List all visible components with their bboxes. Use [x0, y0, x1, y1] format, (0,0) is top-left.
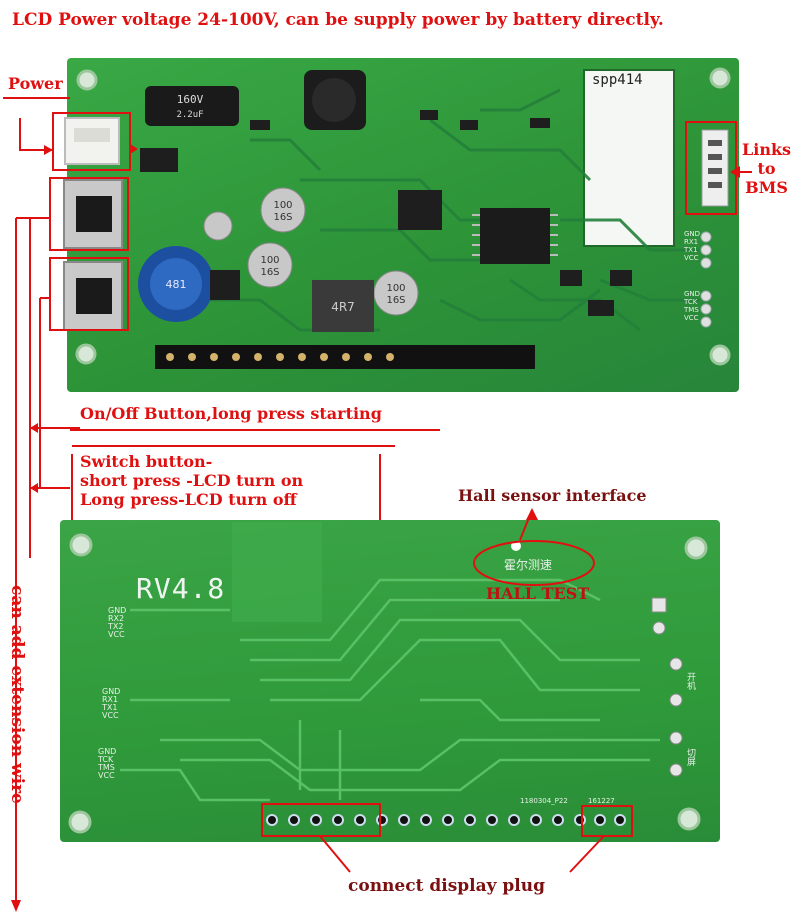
switch-annotation: Switch button- short press -LCD turn on … — [80, 452, 303, 509]
pin-label: RX1 — [102, 695, 119, 704]
switch-line-2: short press -LCD turn on — [80, 471, 304, 490]
svg-text:100: 100 — [386, 283, 405, 294]
pin-label: GND — [108, 606, 127, 615]
pins-group-a: GND RX2 TX2 VCC — [108, 607, 126, 639]
pin-label: RX1 — [684, 238, 699, 246]
code-label-1: 1180304_P22 — [520, 797, 568, 805]
svg-text:100: 100 — [260, 255, 279, 266]
svg-text:100: 100 — [273, 200, 292, 211]
pin-label: RX2 — [108, 614, 125, 623]
pcb-bottom-board — [60, 520, 720, 842]
pin-label: TX1 — [102, 703, 118, 712]
switch-line-3: Long press-LCD turn off — [80, 490, 297, 509]
switch-label-1: 开机 — [685, 672, 695, 690]
pin-label: VCC — [108, 630, 125, 639]
pins-group-c: GND TCK TMS VCC — [98, 748, 116, 780]
power-annotation: Power — [8, 74, 63, 93]
svg-text:16S: 16S — [273, 212, 292, 223]
svg-text:2.2uF: 2.2uF — [176, 110, 203, 120]
top-pins-right1: GND RX1 TX1 VCC — [684, 230, 700, 262]
pin-label: VCC — [684, 254, 699, 262]
top-pins-right2: GND TCK TMS VCC — [684, 290, 700, 322]
version-label: RV4.8 — [136, 572, 226, 605]
hall-test-label: HALL TEST — [486, 584, 590, 603]
pin-label: TX1 — [684, 246, 698, 254]
mcu-chip — [480, 208, 550, 264]
mounting-holes-bottom — [68, 533, 708, 834]
electrolytic-caps — [203, 187, 419, 316]
lcd-window — [584, 70, 674, 246]
display-plug-annotation: connect display plug — [348, 876, 546, 896]
pin-label: TCK — [98, 755, 114, 764]
svg-text:160V: 160V — [177, 93, 204, 106]
pcb-traces-bottom — [120, 578, 660, 802]
mounting-holes-top — [75, 67, 731, 366]
switch-label-2: 切屏 — [685, 748, 695, 766]
bottom-white-area — [232, 522, 322, 622]
hall-annotation: Hall sensor interface — [458, 486, 647, 505]
pin-label: TCK — [684, 298, 698, 306]
pin-label: VCC — [684, 314, 699, 322]
pin-label: VCC — [102, 711, 119, 720]
extension-annotation: can add extension wire — [7, 585, 27, 804]
svg-text:4R7: 4R7 — [331, 300, 355, 314]
annotation-lines — [3, 97, 737, 900]
bms-annotation: Links to BMS — [742, 140, 792, 197]
svg-text:481: 481 — [166, 278, 187, 291]
pin-label: GND — [684, 290, 701, 298]
code-label-2: 161227 — [588, 797, 615, 805]
svg-text:16S: 16S — [260, 267, 279, 278]
pin-label: VCC — [98, 771, 115, 780]
pin-label: GND — [684, 230, 701, 238]
title-annotation: LCD Power voltage 24-100V, can be supply… — [12, 10, 664, 30]
svg-text:16S: 16S — [386, 295, 405, 306]
annotation-arrowheads — [11, 144, 740, 912]
model-label: spp414 — [592, 72, 643, 88]
pin-label: GND — [98, 747, 117, 756]
pin-label: TMS — [684, 306, 699, 314]
hall-chinese-label: 霍尔测速 — [504, 558, 553, 572]
capacitor-160v — [145, 86, 239, 126]
pin-label: TX2 — [108, 622, 124, 631]
pin-label: TMS — [98, 763, 115, 772]
onoff-annotation: On/Off Button,long press starting — [80, 404, 382, 423]
pin-label: GND — [102, 687, 121, 696]
switch-line-1: Switch button- — [80, 452, 213, 471]
pins-group-b: GND RX1 TX1 VCC — [102, 688, 120, 720]
